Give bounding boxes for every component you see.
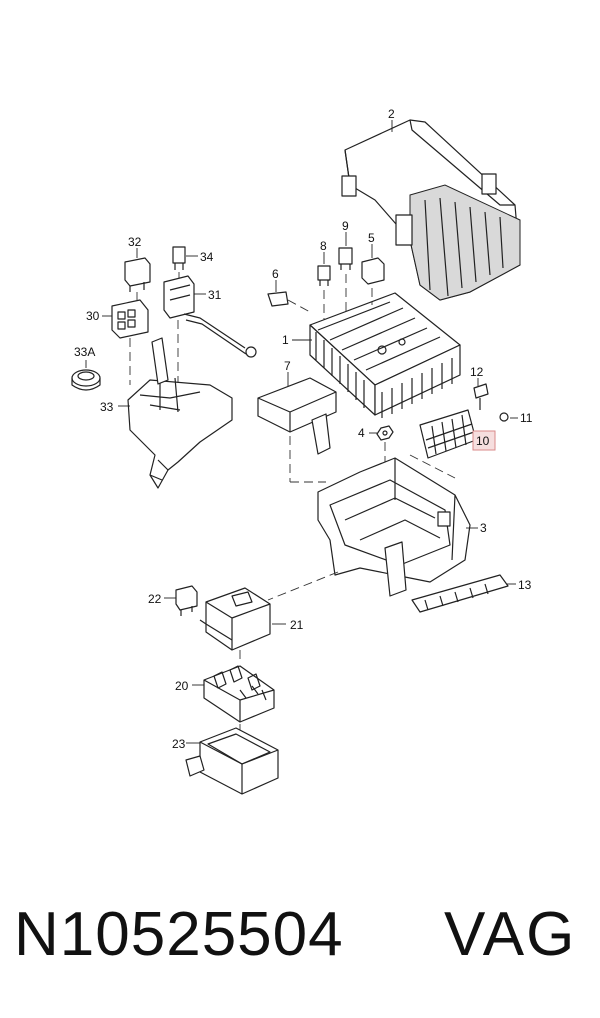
callout-6: 6 bbox=[272, 267, 279, 281]
callout-13: 13 bbox=[518, 578, 532, 592]
callout-11: 11 bbox=[520, 411, 533, 425]
callout-20: 20 bbox=[175, 679, 189, 693]
part-12-screw bbox=[473, 378, 489, 410]
part-32-relay bbox=[124, 248, 151, 300]
callout-8: 8 bbox=[320, 239, 327, 253]
part-33a-grommet bbox=[71, 360, 101, 391]
part-2-cover bbox=[341, 119, 521, 301]
part-33-bracket bbox=[118, 337, 233, 489]
exploded-parts-diagram: 2 8 9 5 6 1 7 12 11 4 10 3 13 32 34 31 3… bbox=[71, 107, 533, 795]
callout-30: 30 bbox=[86, 309, 100, 323]
brand-label: VAG bbox=[444, 900, 577, 969]
callout-5: 5 bbox=[368, 231, 375, 245]
part-6-clip bbox=[267, 280, 311, 313]
part-7-cover bbox=[257, 372, 337, 483]
callout-2: 2 bbox=[388, 107, 395, 121]
callout-23: 23 bbox=[172, 737, 186, 751]
callout-4: 4 bbox=[358, 426, 365, 440]
part-23-housing bbox=[185, 724, 279, 795]
callout-34: 34 bbox=[200, 250, 214, 264]
callout-22: 22 bbox=[148, 592, 162, 606]
part-21-fuse-holder bbox=[199, 587, 286, 651]
callout-31: 31 bbox=[208, 288, 222, 302]
callout-33a: 33A bbox=[74, 345, 95, 359]
part-9-fuse bbox=[338, 232, 353, 312]
part-8-fuse bbox=[317, 252, 331, 320]
part-3-carrier bbox=[317, 454, 478, 597]
part-31-holder-cable bbox=[163, 275, 257, 388]
callout-3: 3 bbox=[480, 521, 487, 535]
part-5-relay bbox=[361, 244, 385, 305]
part-20-relay-carrier bbox=[192, 650, 275, 723]
part-22-relay bbox=[164, 585, 198, 616]
footer: N10525504 VAG bbox=[0, 895, 600, 985]
part-10-fuse-strip bbox=[419, 409, 477, 459]
part-11-nut bbox=[499, 412, 518, 422]
callout-12: 12 bbox=[470, 365, 484, 379]
part-13-strip bbox=[411, 574, 516, 613]
callout-10: 10 bbox=[476, 434, 490, 448]
callout-9: 9 bbox=[342, 219, 349, 233]
assembly-line-3-21 bbox=[267, 571, 339, 601]
part-30-connector bbox=[102, 299, 149, 385]
callout-33: 33 bbox=[100, 400, 114, 414]
part-number: N10525504 bbox=[14, 900, 344, 969]
callout-7: 7 bbox=[284, 359, 291, 373]
callout-21: 21 bbox=[290, 618, 304, 632]
part-1-fuse-box bbox=[292, 292, 461, 418]
callout-1: 1 bbox=[282, 333, 289, 347]
callout-32: 32 bbox=[128, 235, 142, 249]
callout-10-highlight bbox=[472, 430, 496, 451]
